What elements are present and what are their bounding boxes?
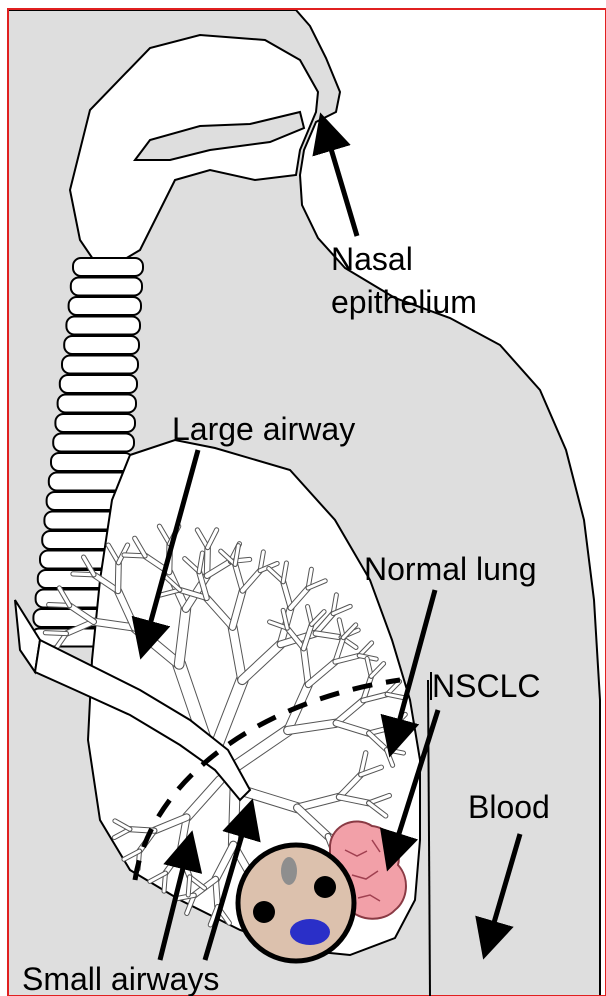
blood-cell [238, 845, 354, 961]
trachea-ring [53, 434, 134, 452]
trachea-ring [51, 453, 133, 471]
trachea-ring [55, 414, 135, 432]
bronchus [207, 548, 208, 576]
cell-granule [290, 919, 330, 945]
label-blood: Blood [468, 789, 550, 825]
trachea-ring [66, 317, 140, 335]
cell-nucleus [281, 857, 297, 885]
bronchus [216, 879, 218, 907]
trachea-ring [60, 375, 137, 393]
trachea-ring [69, 297, 141, 315]
label-nasal-line2: epithelium [331, 284, 477, 320]
bronchus [188, 877, 189, 895]
trachea-ring [62, 356, 138, 374]
trachea-ring [71, 278, 142, 296]
bronchus [45, 633, 66, 634]
trachea-ring [58, 395, 136, 413]
bronchus [118, 563, 119, 591]
label-nsclc: NSCLC [432, 668, 540, 704]
label-nasal-line1: Nasal [331, 241, 413, 277]
arrow-nasal [323, 122, 357, 236]
cell-dot-left [253, 901, 275, 923]
label-small-airways: Small airways [22, 961, 219, 996]
trachea-ring [64, 336, 139, 354]
cell-dot-right [314, 876, 336, 898]
bronchus [233, 790, 235, 845]
label-large-airway: Large airway [172, 411, 355, 447]
trachea-ring [73, 258, 143, 276]
label-normal-lung: Normal lung [364, 551, 537, 587]
